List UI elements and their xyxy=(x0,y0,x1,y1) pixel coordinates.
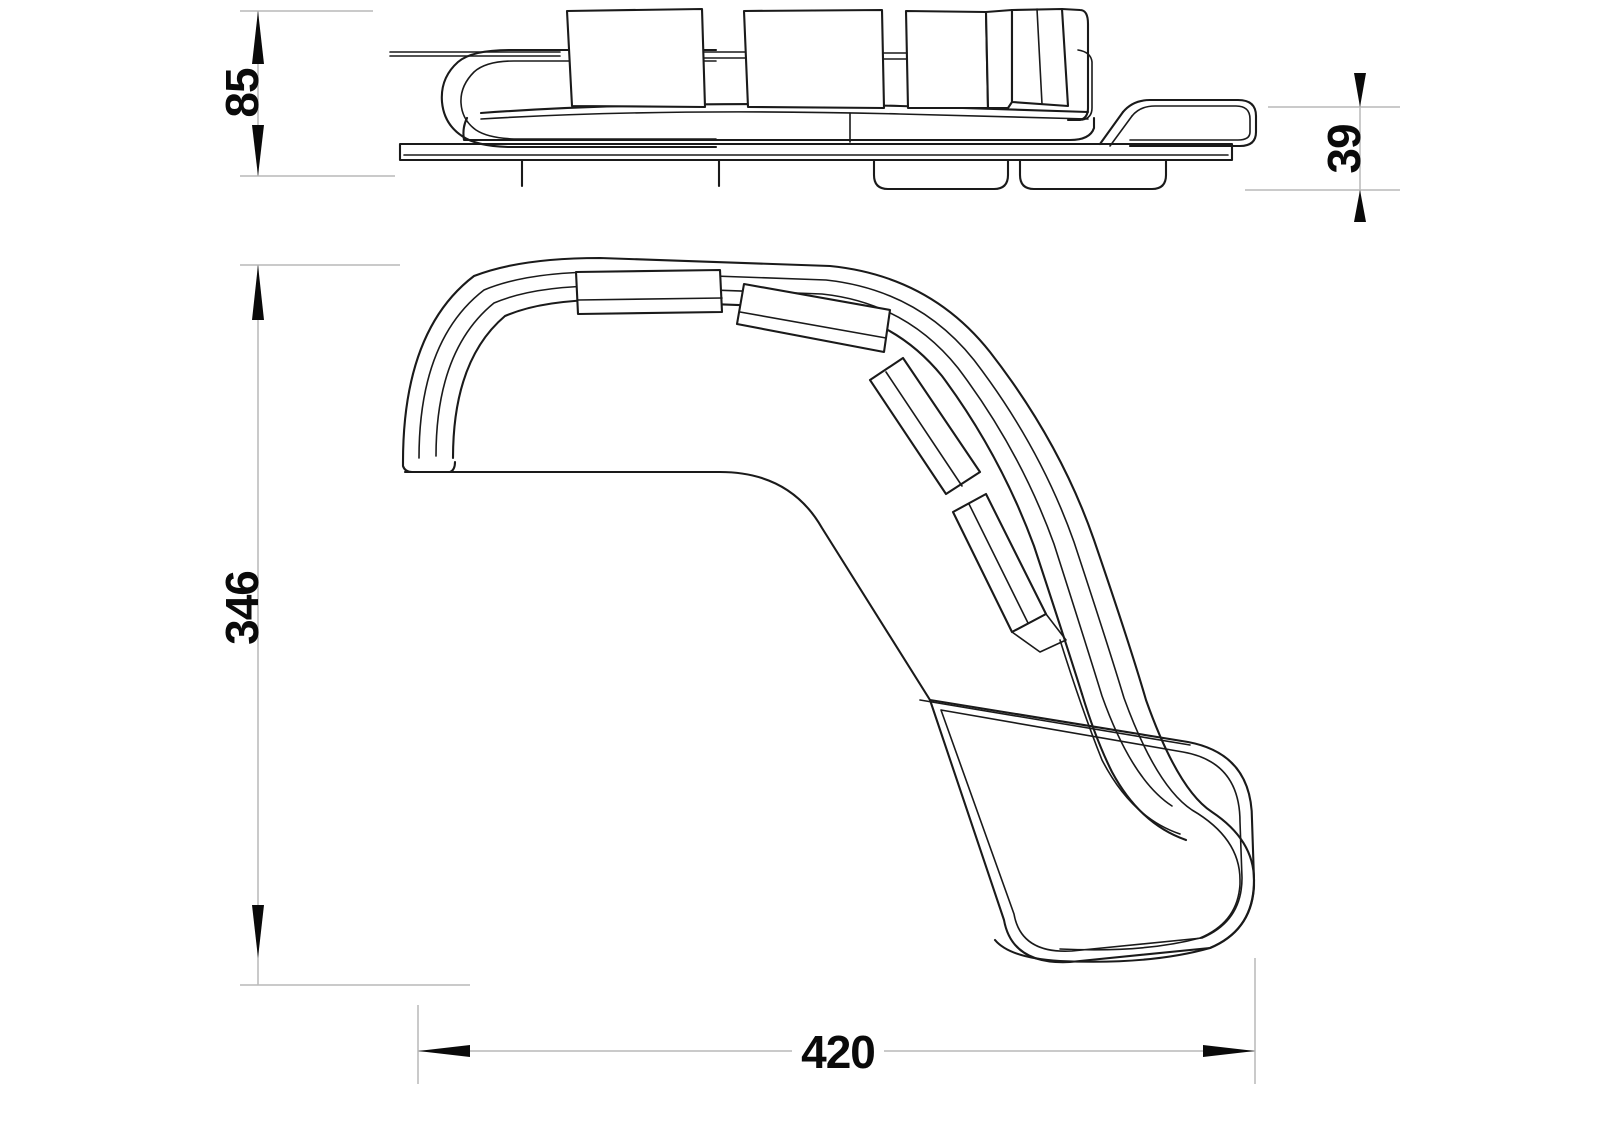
arrow-85-bottom xyxy=(252,125,264,176)
plan-cushion-corner-detail xyxy=(1011,613,1067,653)
dimension-label-420: 420 xyxy=(801,1026,875,1078)
plan-back-cushion-3 xyxy=(868,356,982,496)
chaise-platform-inner xyxy=(940,709,1243,952)
chaise-extension-ramp xyxy=(1098,110,1125,146)
dimension-label-39: 39 xyxy=(1318,124,1370,173)
plan-cushion-seam-2 xyxy=(739,311,887,339)
chaise-arm-transition xyxy=(1080,692,1188,842)
left-end-panel xyxy=(401,460,457,474)
chaise-extension-ramp-inner xyxy=(1109,115,1133,147)
dimension-label-85: 85 xyxy=(216,68,268,118)
base-platform-slab xyxy=(398,142,1234,162)
dimension-39: 39 xyxy=(1245,73,1400,222)
backrest-band-third xyxy=(435,285,1173,807)
underside-pocket-left xyxy=(872,158,1010,191)
arrow-39-bottom xyxy=(1354,190,1366,222)
chaise-platform-outer xyxy=(928,698,1256,964)
underside-pocket-right xyxy=(1018,158,1168,191)
arrow-39-top xyxy=(1354,73,1366,107)
plan-back-cushion-1 xyxy=(574,268,724,316)
backrest-inner-edge xyxy=(451,298,1084,696)
arrow-420-right xyxy=(1203,1045,1255,1057)
end-armrest-inner xyxy=(1077,49,1093,121)
dimension-346: 346 xyxy=(216,264,470,986)
cushion-gap-rail-2 xyxy=(883,52,908,60)
dimension-420: 420 xyxy=(417,958,1256,1084)
chaise-arm-transition-inner xyxy=(1059,639,1181,835)
corner-back-cushion-seam xyxy=(1036,8,1043,105)
dimension-label-420-backdrop xyxy=(792,1022,884,1080)
cushion-gap-rail-1 xyxy=(703,51,746,59)
arrow-420-left xyxy=(418,1045,470,1057)
arrow-85-top xyxy=(252,11,264,64)
back-cushion-2 xyxy=(742,8,886,110)
seat-platform-front-edge xyxy=(403,470,932,702)
arrow-346-top xyxy=(252,265,264,320)
dimension-85: 85 xyxy=(216,10,395,177)
chaise-extension-top xyxy=(1121,98,1258,148)
plan-cushion-seam-4 xyxy=(968,503,1029,624)
end-armrest-shell xyxy=(1060,7,1090,122)
back-cushion-1 xyxy=(565,7,707,109)
plan-back-cushion-4 xyxy=(951,492,1048,634)
seat-cushion-divide xyxy=(480,111,1089,120)
seat-chaise-divider xyxy=(919,699,1191,746)
plan-cushion-seam-3 xyxy=(885,371,963,487)
sofa-side-elevation xyxy=(389,7,1258,191)
plan-cushion-seam-1 xyxy=(577,297,723,301)
arrow-346-bottom xyxy=(252,905,264,958)
backrest-band-outer xyxy=(401,256,1256,963)
armrest-shell-outer xyxy=(440,48,718,149)
armrest-shell-inner xyxy=(460,60,717,140)
seat-body-front-face xyxy=(462,116,1096,142)
backrest-band-second xyxy=(418,271,1241,951)
plan-back-cushion-2 xyxy=(735,282,892,354)
dimension-label-346: 346 xyxy=(216,571,268,645)
chaise-extension-inner xyxy=(1129,105,1251,141)
sofa-plan-view xyxy=(401,256,1256,964)
